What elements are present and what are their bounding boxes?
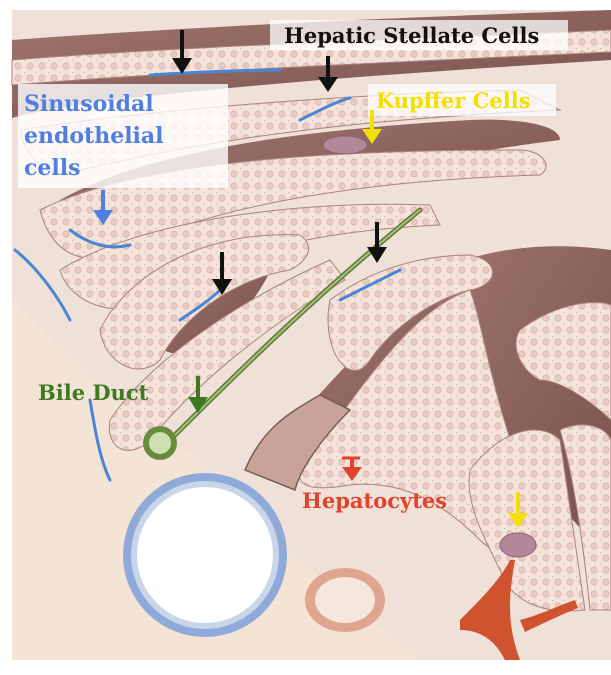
stellate-label: Hepatic Stellate Cells (284, 23, 539, 48)
bile-duct-label: Bile Duct (38, 380, 149, 405)
sinusoidal-label-line3: cells (24, 155, 81, 181)
hepatocytes-label: Hepatocytes (302, 488, 447, 513)
sinusoidal-label-line1: Sinusoidal (24, 91, 154, 117)
kupffer-label: Kupffer Cells (376, 88, 531, 113)
sinusoidal-label-line2: endothelial (24, 123, 164, 149)
